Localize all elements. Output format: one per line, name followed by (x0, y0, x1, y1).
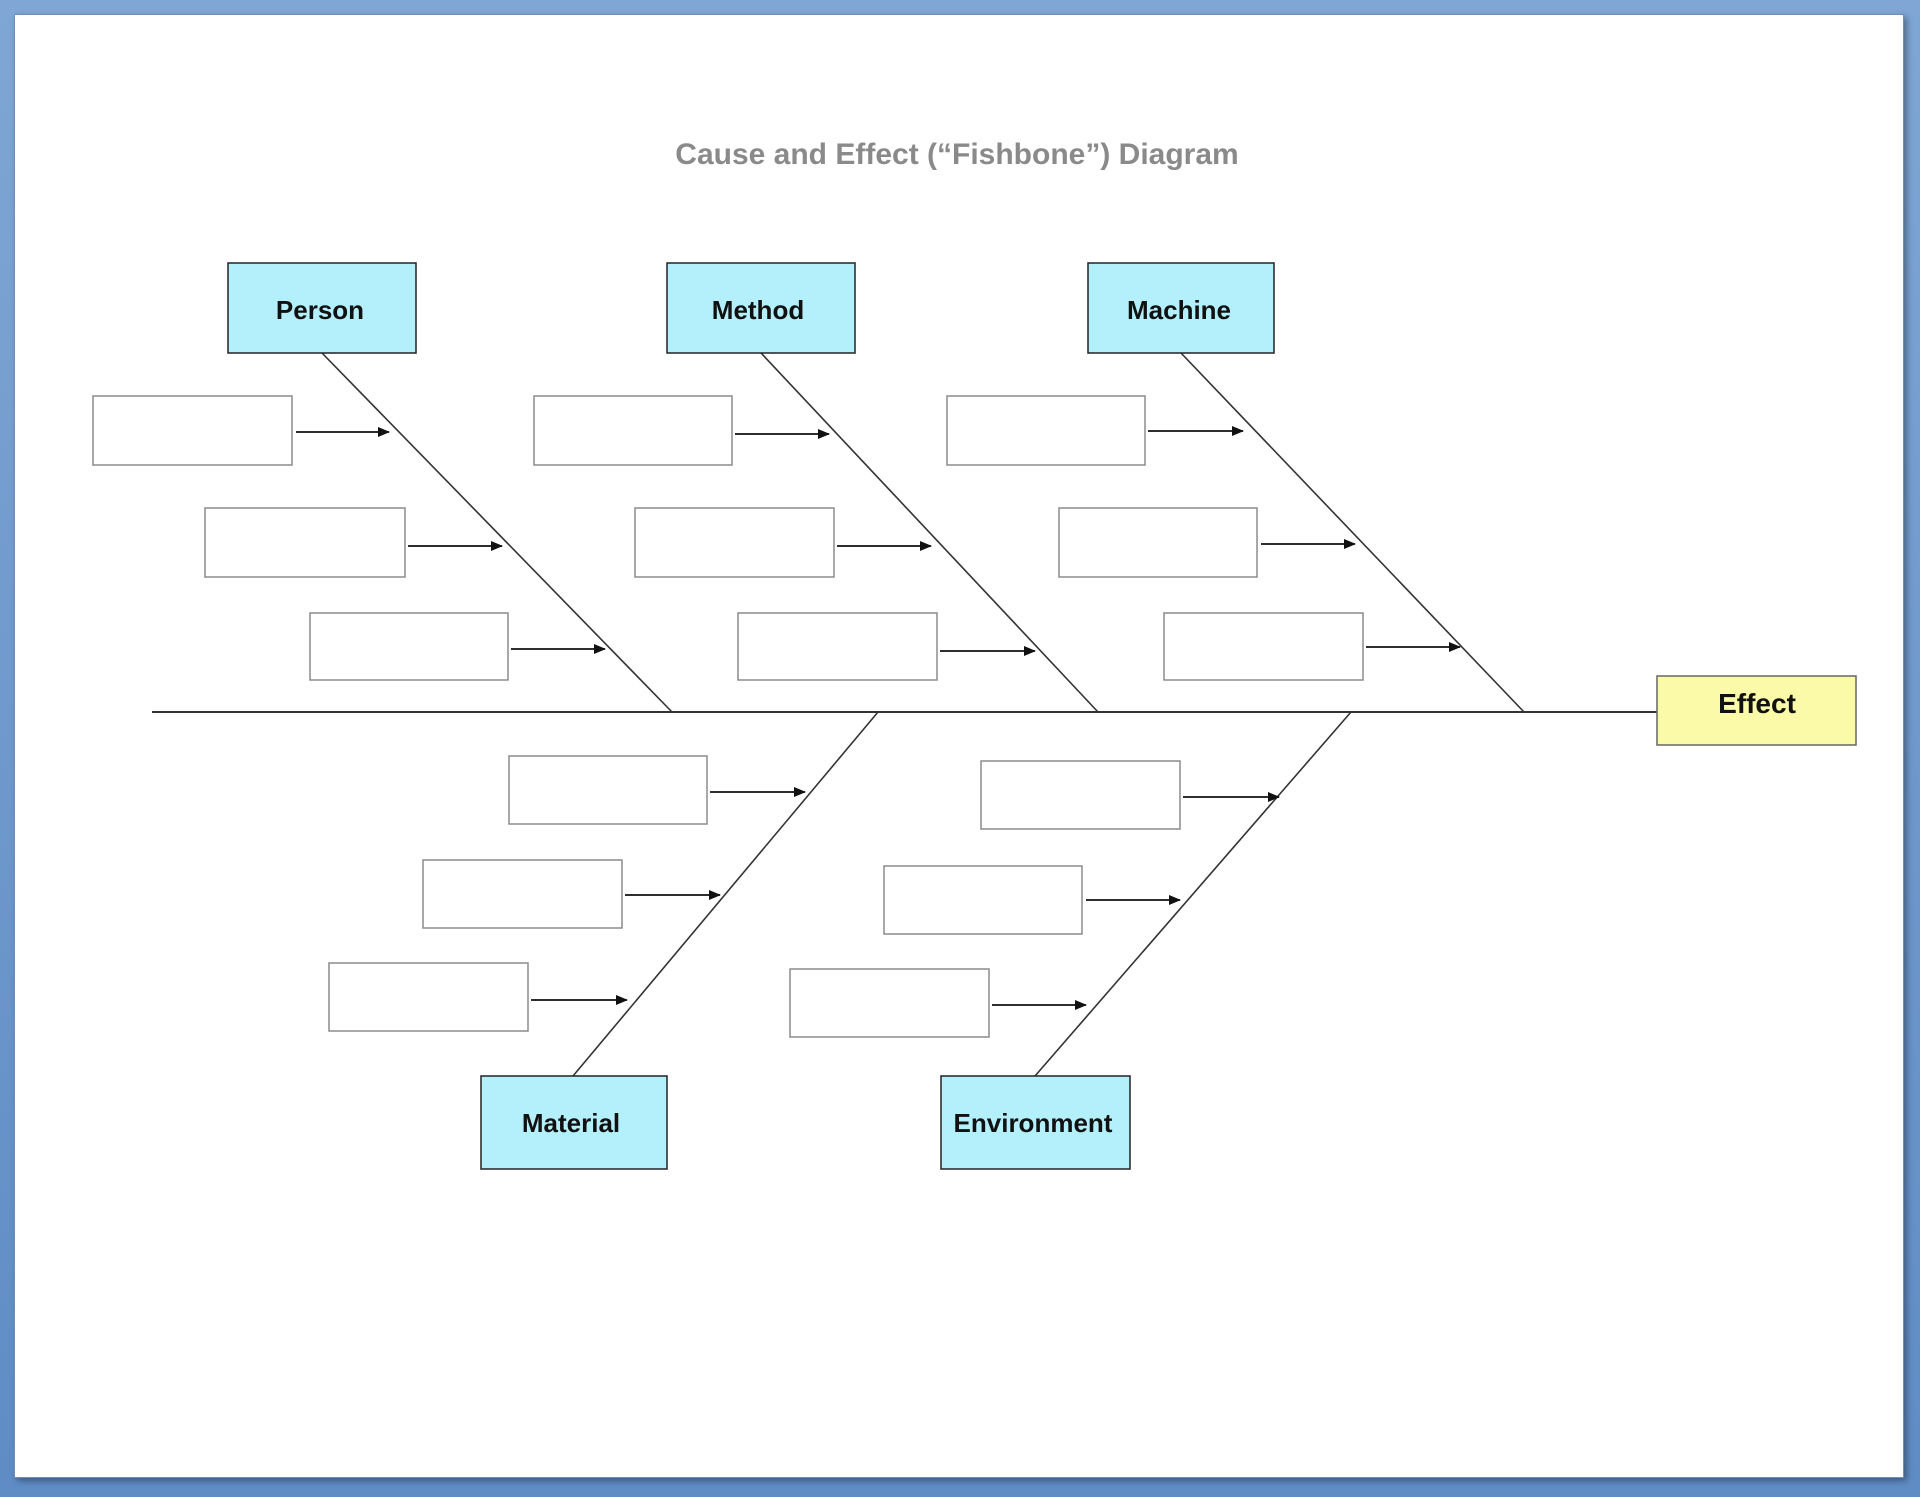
cause-box[interactable] (980, 760, 1181, 830)
bone-material (572, 711, 879, 1077)
bone-method (760, 352, 1099, 713)
cause-group-method (533, 395, 1036, 681)
cause-box[interactable] (789, 968, 990, 1038)
cause-box[interactable] (1058, 507, 1258, 578)
cause-box[interactable] (946, 395, 1146, 466)
cause-group-person (92, 395, 606, 681)
category-method[interactable]: Method (666, 262, 856, 354)
cause-box[interactable] (508, 755, 708, 825)
cause-group-machine (946, 395, 1461, 681)
category-machine[interactable]: Machine (1087, 262, 1275, 354)
category-label: Method (712, 295, 804, 325)
bone-environment (1034, 711, 1352, 1077)
diagram-page (14, 14, 1904, 1478)
effect-label: Effect (1718, 688, 1796, 719)
cause-box[interactable] (92, 395, 293, 466)
cause-box[interactable] (204, 507, 406, 578)
cause-group-material (328, 755, 806, 1032)
effect-box[interactable]: Effect (1656, 675, 1857, 746)
bone-person (321, 352, 673, 713)
cause-box[interactable] (634, 507, 835, 578)
cause-box[interactable] (309, 612, 509, 681)
cause-box[interactable] (328, 962, 529, 1032)
cause-box[interactable] (533, 395, 733, 466)
bone-machine (1180, 352, 1525, 713)
cause-group-environment (789, 760, 1280, 1038)
category-environment[interactable]: Environment (940, 1075, 1131, 1170)
cause-box[interactable] (422, 859, 623, 929)
category-person[interactable]: Person (227, 262, 417, 354)
category-label: Environment (954, 1108, 1113, 1138)
category-label: Material (522, 1108, 620, 1138)
category-label: Person (276, 295, 364, 325)
category-label: Machine (1127, 295, 1231, 325)
cause-box[interactable] (1163, 612, 1364, 681)
category-material[interactable]: Material (480, 1075, 668, 1170)
diagram-title: Cause and Effect (“Fishbone”) Diagram (675, 138, 1238, 171)
cause-box[interactable] (737, 612, 938, 681)
cause-box[interactable] (883, 865, 1083, 935)
